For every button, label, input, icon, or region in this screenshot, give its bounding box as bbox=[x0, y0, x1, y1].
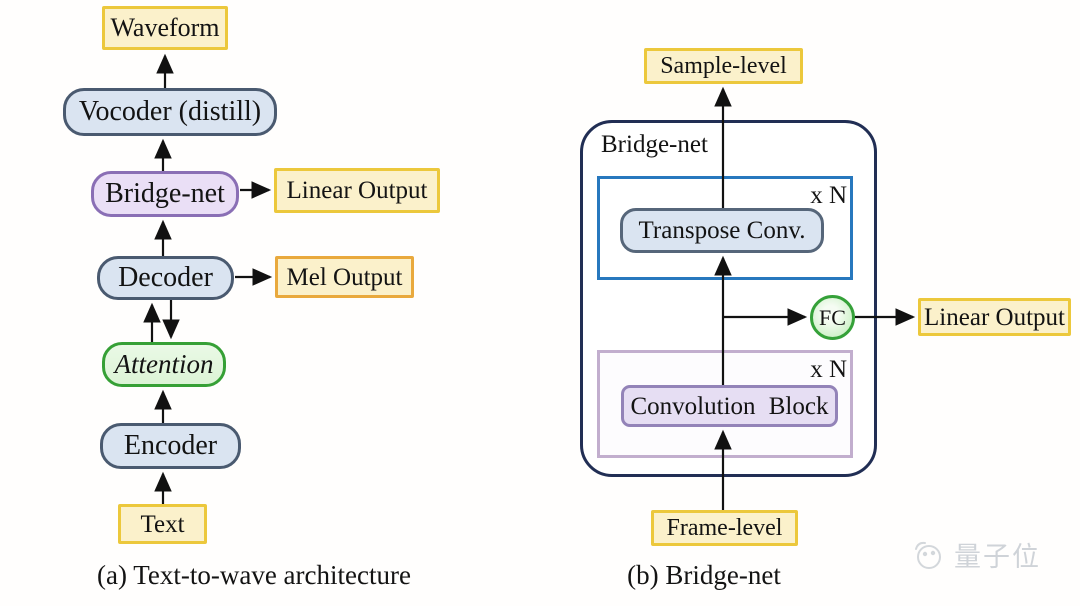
bridge-net-container-label: Bridge-net bbox=[601, 131, 708, 158]
caption-a: (a) Text-to-wave architecture bbox=[97, 560, 411, 590]
repeat-count-bottom: x N bbox=[810, 356, 847, 383]
node-waveform: Waveform bbox=[102, 6, 228, 50]
repeat-count-top: x N bbox=[810, 182, 847, 209]
node-sample-level: Sample-level bbox=[644, 48, 803, 84]
node-decoder: Decoder bbox=[97, 256, 234, 300]
node-convolution-block: Convolution Block bbox=[621, 385, 838, 427]
node-fc: FC bbox=[810, 295, 855, 340]
node-text: Text bbox=[118, 504, 207, 544]
node-attention: Attention bbox=[102, 342, 226, 387]
watermark-text: 量子位 bbox=[954, 541, 1041, 573]
node-linear-output-a: Linear Output bbox=[274, 168, 440, 213]
node-transpose-conv: Transpose Conv. bbox=[620, 208, 824, 253]
node-bridge-net: Bridge-net bbox=[91, 171, 239, 217]
node-linear-output-b: Linear Output bbox=[918, 298, 1071, 336]
node-encoder: Encoder bbox=[100, 423, 241, 469]
node-frame-level: Frame-level bbox=[651, 510, 798, 546]
node-vocoder: Vocoder (distill) bbox=[63, 88, 277, 136]
watermark-logo-icon bbox=[915, 541, 941, 569]
caption-b: (b) Bridge-net bbox=[627, 560, 781, 590]
watermark: 量子位 bbox=[908, 534, 1041, 574]
transpose-conv-group-rect bbox=[597, 176, 853, 280]
node-mel-output: Mel Output bbox=[275, 256, 414, 298]
